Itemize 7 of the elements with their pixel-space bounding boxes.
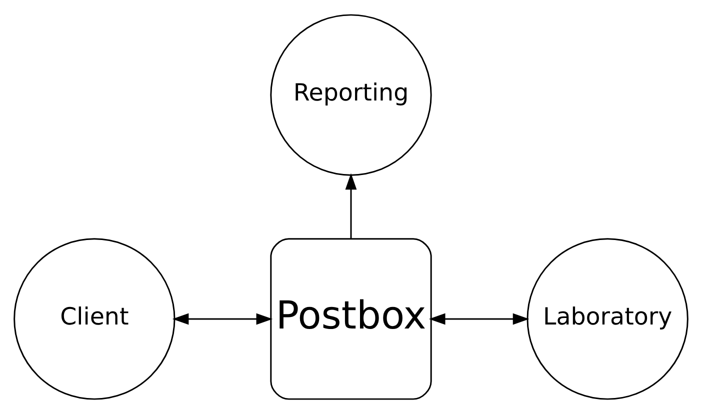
arrow — [428, 313, 530, 325]
arrow — [345, 173, 357, 238]
arrow — [172, 313, 273, 325]
node-circle: Client — [14, 238, 176, 400]
node-circle: Laboratory — [526, 238, 688, 400]
node-circle: Reporting — [270, 14, 432, 176]
node-box: Postbox — [270, 238, 432, 400]
